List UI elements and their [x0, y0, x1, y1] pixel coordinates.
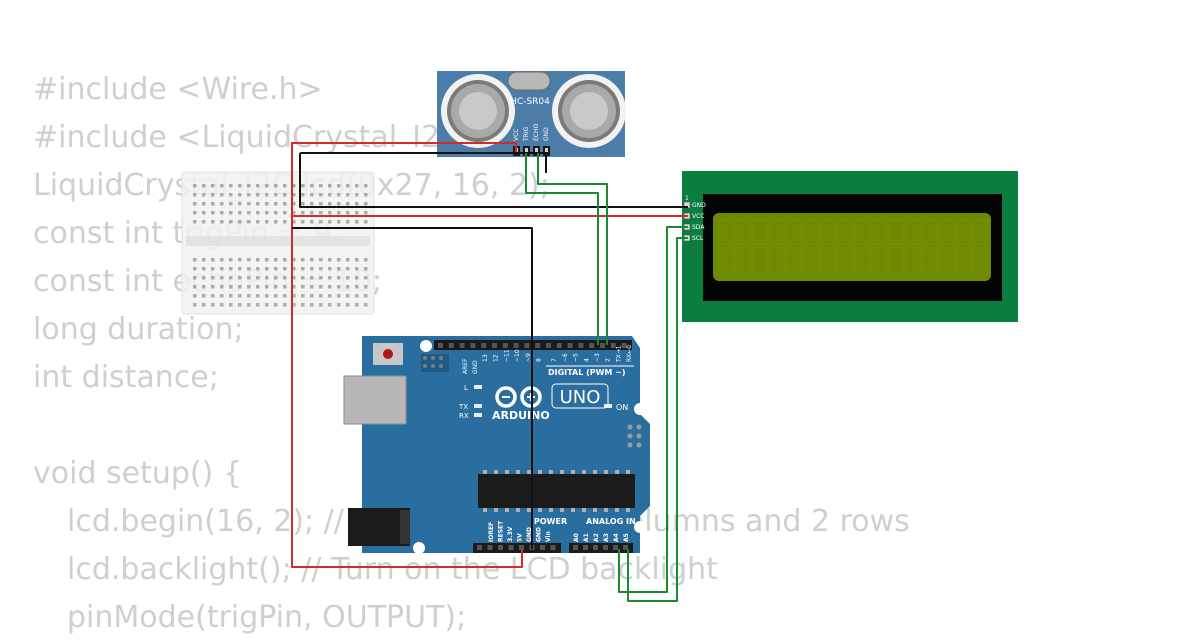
brand-label: ARDUINO	[492, 409, 550, 422]
power-pin-label: 5V	[517, 533, 524, 542]
digital-pin-label: RX←0	[626, 345, 633, 362]
lcd-pin-label: SDA	[692, 224, 705, 231]
sensor-label: HC-SR04	[510, 97, 550, 107]
digital-pin-label: ~5	[573, 353, 580, 362]
wire-black-lcd-gnd	[299, 153, 688, 208]
sensor-pin-label: VCC	[513, 129, 520, 141]
wire-green-echo	[537, 153, 608, 345]
digital-pin-label-gnd: GND	[472, 360, 479, 374]
led-l-label: L	[464, 384, 468, 392]
digital-pwm-label: DIGITAL (PWM ~)	[548, 368, 626, 377]
digital-pin-label: ~9	[525, 353, 532, 362]
wire-red-vcc	[291, 142, 523, 568]
icsp-header-right	[627, 424, 642, 448]
sensor-pin-label: GND	[543, 127, 550, 141]
lcd-module[interactable]: 1 GND VCC SDA SCL	[682, 171, 1018, 322]
icsp-header-small	[421, 354, 449, 372]
power-pin-label: RESET	[498, 520, 505, 542]
digital-pin-label: 12	[493, 354, 500, 362]
breadboard[interactable]	[181, 171, 375, 315]
code-line: int distance;	[33, 360, 219, 395]
usb-port	[343, 375, 407, 425]
atmega-chip	[478, 470, 635, 512]
digital-pin-label: ~6	[562, 353, 569, 362]
power-pin-label: GND	[536, 527, 543, 542]
led-tx-label: TX	[458, 403, 468, 411]
analog-pin-label: A4	[613, 533, 620, 542]
power-pin-label: GND	[526, 527, 533, 542]
analog-pin-label: A2	[593, 533, 600, 542]
led-rx-label: RX	[459, 412, 469, 420]
digital-pin-label: ~10	[514, 349, 521, 362]
transducer-right	[552, 74, 626, 148]
digital-pin-label: ~3	[594, 353, 601, 362]
digital-pin-label: ~11	[503, 349, 510, 362]
digital-pin-label: 7	[551, 358, 558, 362]
analog-pin-label: A5	[623, 533, 630, 542]
on-led-label: ON	[616, 403, 628, 412]
power-pin-label: IOREF	[488, 522, 495, 542]
code-line: long duration;	[33, 312, 244, 347]
power-pin-label: 3.3V	[507, 526, 514, 542]
wire-green-scl	[627, 237, 688, 602]
wire-black-arduino-gnd	[292, 227, 533, 549]
power-label: POWER	[534, 517, 567, 526]
digital-pin-label: 8	[536, 358, 543, 362]
sensor-pin-label: ECHO	[533, 124, 540, 141]
analog-pin-label: A1	[583, 533, 590, 542]
digital-pin-label: 4	[583, 358, 590, 362]
digital-pin-label: 13	[482, 354, 489, 362]
code-line: #include <Wire.h>	[33, 72, 323, 107]
code-line: lcd.backlight(); // Turn on the LCD back…	[67, 552, 718, 587]
power-pin-label: Vin	[545, 531, 552, 542]
digital-pin-label: TX→1	[615, 345, 622, 363]
analog-header	[569, 543, 633, 553]
lcd-pin-label: GND	[692, 202, 706, 209]
lcd-pin-label: SCL	[692, 235, 704, 242]
power-header	[473, 543, 561, 553]
analog-pin-label: A0	[573, 533, 580, 542]
digital-pin-label-aref: AREF	[462, 358, 469, 374]
lcd-character-grid	[718, 219, 989, 273]
sensor-pin-label: TRIG	[523, 126, 530, 142]
digital-pin-label: 2	[605, 358, 612, 362]
transducer-left	[441, 74, 515, 148]
analog-label: ANALOG IN	[586, 517, 636, 526]
code-line: pinMode(trigPin, OUTPUT);	[67, 600, 467, 635]
wire-green-trig	[525, 153, 599, 345]
wire-green-sda	[618, 226, 688, 593]
model-label: UNO	[560, 387, 601, 408]
code-line: void setup() {	[33, 456, 242, 491]
lcd-pin-marker: 1	[685, 195, 689, 202]
wires	[291, 142, 688, 602]
analog-pin-label: A3	[603, 533, 610, 542]
dc-power-jack	[348, 508, 410, 546]
lcd-pin-label: VCC	[692, 213, 704, 220]
breadboard-holes	[193, 184, 368, 307]
